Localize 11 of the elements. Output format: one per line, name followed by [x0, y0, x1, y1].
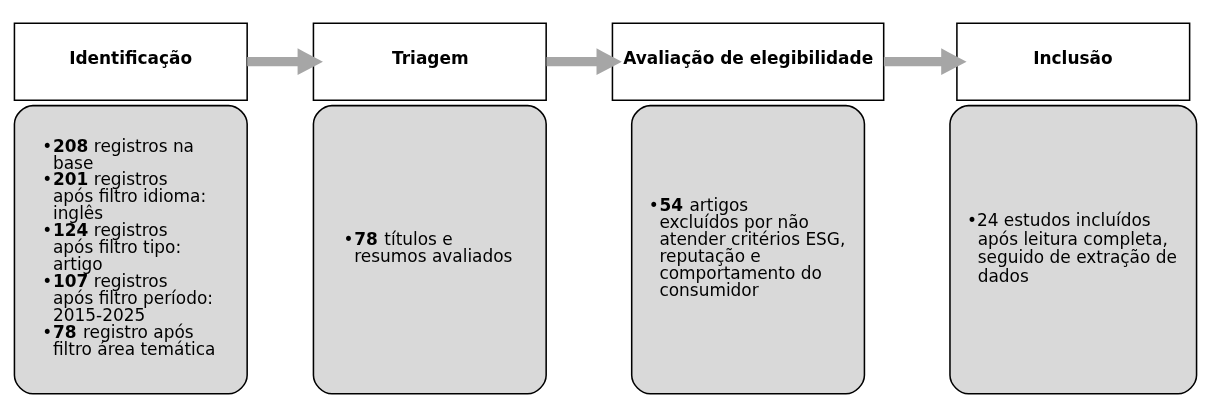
arrow [546, 47, 622, 75]
node-box: •208 registros na base •201 registros após filtro idioma: inglês •124 registros após filtro tipo: artigo •107 registros após filtro período: 2015-2025 •78 registro após filtro área temática [13, 104, 248, 395]
node-box: Identificação [13, 21, 248, 101]
node-box: •78 títulos e resumos avaliados [312, 104, 547, 395]
arrow [883, 47, 967, 75]
node-box: •54 artigos excluídos por não atender critérios ESG, reputação e comportamento do consumidor [630, 104, 866, 395]
node-box: Triagem [312, 21, 547, 101]
node-box: •24 estudos incluídos após leitura completa, seguido de extração de dados [949, 104, 1198, 395]
node-box: Inclusão [956, 21, 1191, 101]
node-box: Avaliação de elegibilidade [611, 21, 885, 101]
arrow [247, 47, 323, 75]
